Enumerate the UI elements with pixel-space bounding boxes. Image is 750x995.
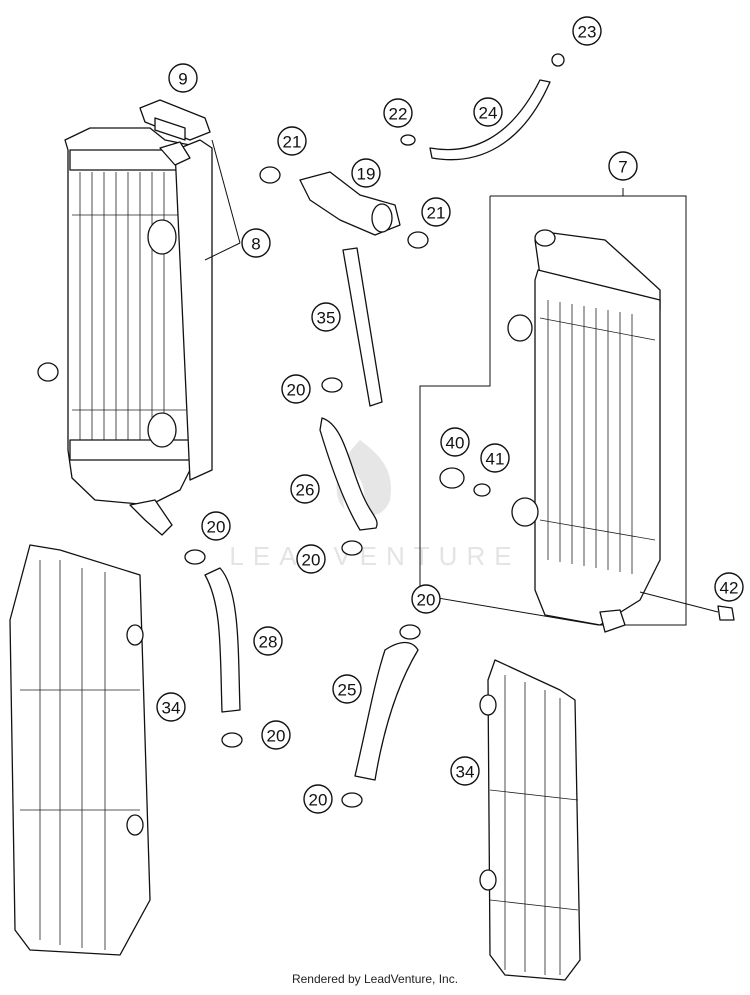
clamp-20a [321,377,343,393]
leader-line-8b [204,242,241,261]
callout-20f-label: 20 [309,791,328,810]
callout-20c-label: 20 [302,551,321,570]
clamp-20b [341,540,363,556]
hose-26 [319,417,378,531]
callout-41: 41 [480,443,510,473]
callout-40-label: 40 [446,434,465,453]
callout-41-label: 41 [486,450,505,469]
callout-21a-label: 21 [283,133,302,152]
right-radiator-fins [539,300,656,574]
watermark-text: LEADVENTURE [229,541,520,571]
callout-40: 40 [440,427,470,457]
callout-22-label: 22 [389,105,408,124]
callout-20b: 20 [201,511,231,541]
left-radiator-fins [72,172,186,440]
callout-20e: 20 [261,720,291,750]
callout-34a-label: 34 [162,699,181,718]
right-radiator [507,229,661,633]
callout-23: 23 [572,16,602,46]
hose-25 [354,641,419,781]
callout-20d-label: 20 [417,591,436,610]
clamp-21a [259,166,281,184]
callout-20a-label: 20 [287,381,306,400]
callout-24: 24 [473,97,503,127]
callout-23-label: 23 [578,23,597,42]
callout-25-label: 25 [338,681,357,700]
leadventure-watermark: LEADVENTURE [229,440,520,571]
callout-42: 42 [714,572,744,602]
clamp-20e [399,624,421,640]
left-radiator [37,99,213,536]
callout-21b-label: 21 [427,204,446,223]
callout-26-label: 26 [296,481,315,500]
callout-34b-label: 34 [456,763,475,782]
radiator-cap [139,99,211,166]
right-radiator-guard-34 [479,659,581,981]
callout-35-label: 35 [317,309,336,328]
clamp-22 [400,134,416,146]
thermostat-housing-19 [299,171,401,236]
callout-20a: 20 [281,374,311,404]
callout-9: 9 [168,63,198,93]
callout-19-label: 19 [357,165,376,184]
clamp-20d [221,732,243,748]
hose-24 [429,79,551,161]
screw-42 [639,591,735,621]
callout-7: 7 [608,151,638,181]
clamp-21b [407,231,429,249]
callout-19: 19 [351,158,381,188]
callout-20e-label: 20 [267,727,286,746]
callout-8-label: 8 [251,235,260,254]
callout-26: 26 [290,474,320,504]
callout-25: 25 [332,674,362,704]
grommet-40 [439,467,465,489]
callout-21a: 21 [277,126,307,156]
callout-35: 35 [311,302,341,332]
callout-20c: 20 [296,544,326,574]
footer-credit: Rendered by LeadVenture, Inc. [291,972,459,986]
left-radiator-guard-34 [9,544,151,956]
clamp-20f [341,792,363,808]
hose-28 [204,567,241,713]
clamp-23 [551,53,565,67]
tube-35 [342,247,383,407]
callout-8: 8 [241,228,271,258]
callout-20d: 20 [411,584,441,614]
callout-9-label: 9 [178,70,187,89]
callout-21b: 21 [421,197,451,227]
callout-20f: 20 [303,784,333,814]
callout-34b: 34 [450,756,480,786]
leader-line-8 [211,139,241,244]
callout-20b-label: 20 [207,518,226,537]
callout-42-label: 42 [720,579,739,598]
callout-34a: 34 [156,692,186,722]
clamp-20c [184,549,206,565]
callout-28: 28 [253,626,283,656]
callout-7-label: 7 [618,158,627,177]
right-radiator-assembly-box [419,188,687,626]
callout-22: 22 [383,98,413,128]
callout-28-label: 28 [259,633,278,652]
callout-24-label: 24 [479,104,498,123]
washer-41 [473,483,491,497]
